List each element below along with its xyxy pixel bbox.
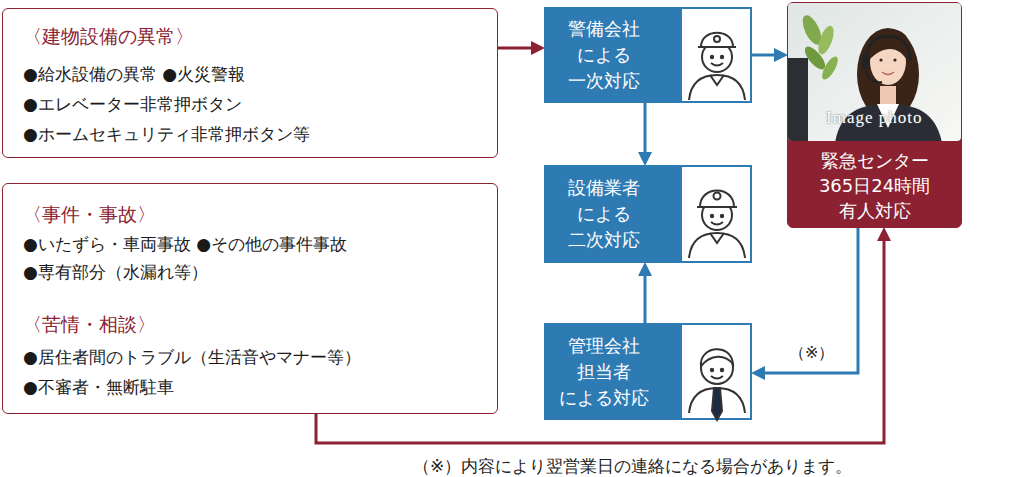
bullet-item: ●ホームセキュリティ非常押ボタン等 <box>23 119 310 149</box>
text-area: 管理会社 担当者 による対応 <box>546 325 662 418</box>
node-label: 管理会社 担当者 による対応 <box>559 333 649 411</box>
process-box: 設備業者 による 二次対応 <box>544 165 752 263</box>
category-heading: 〈事件・事故〉 <box>23 199 156 229</box>
flow-arrow <box>644 103 647 152</box>
flow-arrow <box>765 228 858 373</box>
flow-arrow <box>752 54 774 57</box>
category-heading: 〈建物設備の異常〉 <box>23 21 194 51</box>
process-box: 管理会社 担当者 による対応 <box>544 323 752 420</box>
watermark: Image photo <box>826 108 922 128</box>
node-label: 警備会社 による 一次対応 <box>568 16 640 94</box>
text-area: 警備会社 による 一次対応 <box>546 9 662 101</box>
bullet-item: ●給水設備の異常 ●火災警報 <box>23 59 245 89</box>
bullet-item: ●エレベーター非常押ボタン <box>23 89 242 119</box>
node-label: 緊急センター 365日24時間 有人対応 <box>819 148 930 223</box>
category-heading: 〈苦情・相談〉 <box>23 309 156 339</box>
footnote: （※）内容により翌営業日の連絡になる場合があります。 <box>413 455 852 477</box>
category-box: 〈事件・事故〉●いたずら・車両事故 ●その他の事件事故●専有部分（水漏れ等） 〈苦… <box>2 183 498 414</box>
bullet-item: ●不審者・無断駐車 <box>23 372 174 402</box>
node-label: 設備業者 による 二次対応 <box>568 175 640 253</box>
category-box: 〈建物設備の異常〉 ●給水設備の異常 ●火災警報●エレベーター非常押ボタン●ホーム… <box>2 8 498 158</box>
bullet-item: ●居住者間のトラブル（生活音やマナー等） <box>23 342 361 372</box>
flow-arrow <box>498 47 531 50</box>
bullet-item: ●専有部分（水漏れ等） <box>23 257 208 287</box>
edge-label: （※） <box>789 343 834 364</box>
process-box: 警備会社 による 一次対応 <box>544 7 752 103</box>
text-area: 緊急センター 365日24時間 有人対応 <box>788 143 961 227</box>
text-area: 設備業者 による 二次対応 <box>546 167 662 261</box>
flow-arrow <box>644 276 647 323</box>
bullet-item: ●いたずら・車両事故 ●その他の事件事故 <box>23 229 347 259</box>
